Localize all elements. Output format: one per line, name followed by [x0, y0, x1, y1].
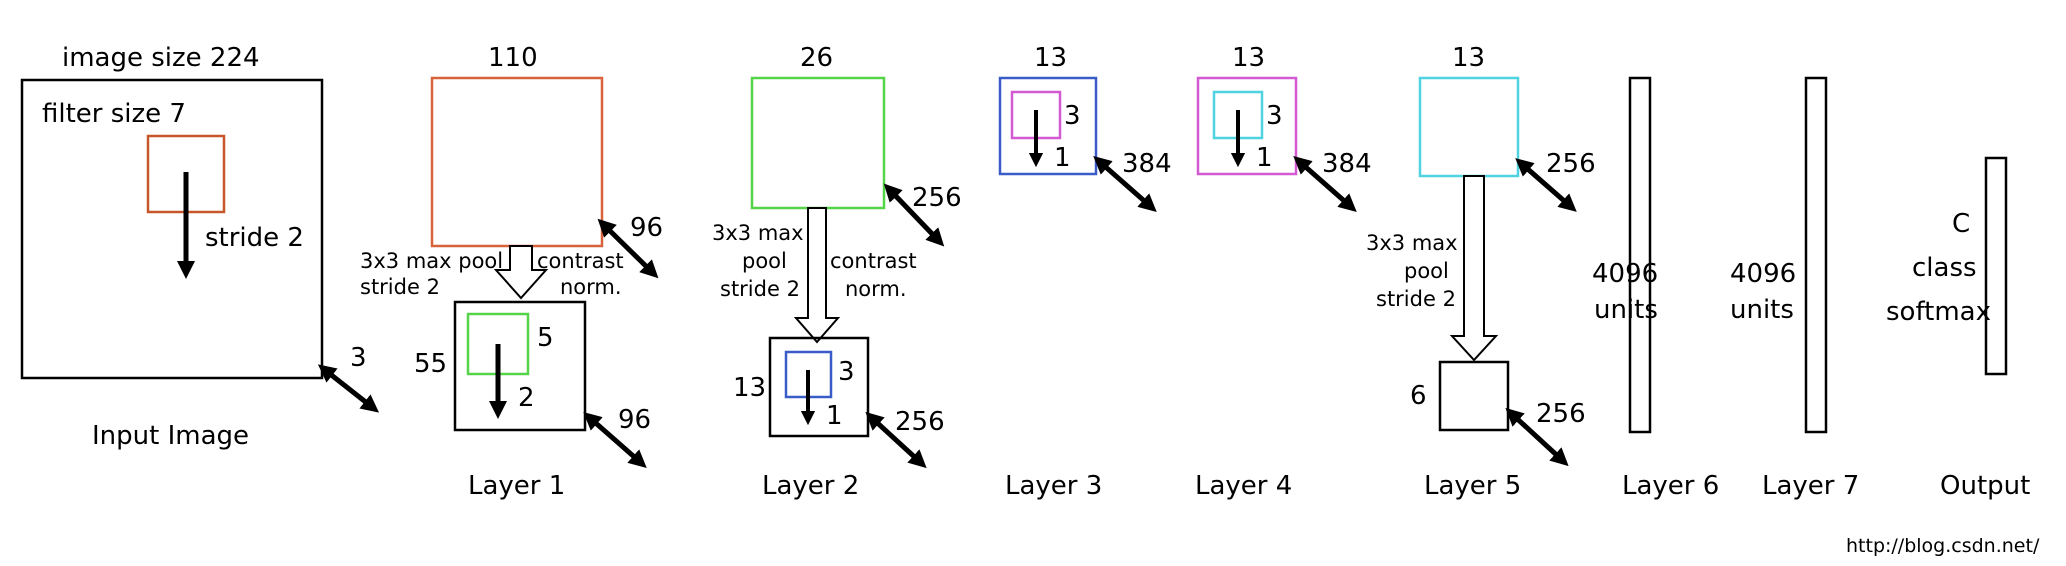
layer7-units-label: units [1730, 295, 1794, 325]
layer2-filter-size: 3 [838, 357, 855, 387]
layer6-fc-bar [1628, 76, 1652, 434]
layer5-pool-arrow [1449, 175, 1499, 362]
layer3-block: 13 3 1 384 Layer 3 [998, 43, 1172, 501]
layer2-depth-bottom-arrow [865, 411, 927, 469]
layer5-pool-line1: 3x3 max [1366, 231, 1458, 255]
layer1-norm-line1: contrast [537, 249, 624, 273]
layer4-caption: Layer 4 [1195, 471, 1292, 501]
output-block: C class softmax Output [1886, 156, 2030, 501]
layer7-block: 4096 units Layer 7 [1730, 76, 1859, 501]
layer4-feature-map [1196, 76, 1298, 176]
output-softmax-bar [1984, 156, 2008, 376]
input-image-size-label: image size 224 [62, 43, 260, 73]
layer7-fc-bar [1804, 76, 1828, 434]
layer2-block: 26 256 3x3 max pool stride 2 contrast no… [712, 43, 962, 501]
layer4-depth: 384 [1322, 149, 1372, 179]
input-stride-label: stride 2 [205, 223, 304, 253]
layer1-stride: 2 [518, 383, 535, 413]
layer5-top-size: 13 [1452, 43, 1485, 73]
layer1-norm-line2: norm. [560, 275, 622, 299]
layer7-units-number: 4096 [1730, 259, 1796, 289]
layer1-top-size: 110 [488, 43, 538, 73]
layer5-block: 13 256 3x3 max pool stride 2 6 256 Layer… [1366, 43, 1596, 501]
layer4-size: 13 [1232, 43, 1265, 73]
layer5-depth-bottom-arrow [1505, 407, 1569, 467]
layer2-stride: 1 [826, 401, 843, 431]
layer4-filter-size: 3 [1266, 101, 1283, 131]
layer5-caption: Layer 5 [1424, 471, 1521, 501]
layer5-depth-bottom: 256 [1536, 399, 1586, 429]
layer5-pool-line3: stride 2 [1376, 287, 1456, 311]
layer1-depth-top: 96 [630, 213, 663, 243]
layer7-caption: Layer 7 [1762, 471, 1859, 501]
layer1-caption: Layer 1 [468, 471, 565, 501]
watermark-url: http://blog.csdn.net/ [1846, 535, 2040, 557]
input-image-caption: Input Image [92, 421, 249, 451]
layer2-norm-line2: norm. [845, 277, 907, 301]
layer1-block: 110 96 3x3 max pool stride 2 contrast no… [360, 43, 663, 501]
layer3-filter-size: 3 [1064, 101, 1081, 131]
layer1-bottom-size: 55 [414, 349, 447, 379]
layer2-depth-bottom: 256 [895, 407, 945, 437]
layer2-pool-line1: 3x3 max [712, 221, 804, 245]
layer6-block: 4096 units Layer 6 [1592, 76, 1719, 501]
input-depth-arrow [317, 364, 380, 413]
layer2-top-size: 26 [800, 43, 833, 73]
layer6-units-number: 4096 [1592, 259, 1658, 289]
layer4-block: 13 3 1 384 Layer 4 [1195, 43, 1372, 501]
layer1-pool-line1: 3x3 max pool [360, 249, 503, 273]
output-softmax-label: softmax [1886, 297, 1991, 327]
layer2-pool-line3: stride 2 [720, 277, 800, 301]
layer3-depth: 384 [1122, 149, 1172, 179]
output-class-label: class [1912, 253, 1977, 283]
layer5-bottom-size: 6 [1410, 381, 1427, 411]
layer5-pool-output [1438, 360, 1510, 432]
layer2-pool-line2: pool [742, 249, 787, 273]
layer3-size: 13 [1034, 43, 1067, 73]
layer4-stride: 1 [1256, 143, 1273, 173]
input-image-square [20, 78, 324, 380]
layer5-depth-top: 256 [1546, 149, 1596, 179]
layer3-depth-arrow [1093, 156, 1157, 212]
layer1-pool-line2: stride 2 [360, 275, 440, 299]
layer1-feature-map [430, 76, 604, 248]
layer6-units-label: units [1594, 295, 1658, 325]
input-depth-label: 3 [350, 343, 367, 373]
layer2-norm-line1: contrast [830, 249, 917, 273]
layer3-caption: Layer 3 [1005, 471, 1102, 501]
layer5-pool-line2: pool [1404, 259, 1449, 283]
layer2-pool-arrow [793, 207, 841, 344]
layer5-feature-map [1418, 76, 1520, 178]
layer2-feature-map [750, 76, 886, 210]
layer3-feature-map [998, 76, 1098, 176]
layer1-depth-top-arrow [597, 218, 659, 279]
input-image-block: image size 224 filter size 7 stride 2 3 … [20, 43, 380, 451]
layer2-depth-top: 256 [912, 183, 962, 213]
layer2-caption: Layer 2 [762, 471, 859, 501]
layer4-depth-arrow [1293, 156, 1357, 212]
output-c-label: C [1952, 209, 1970, 239]
layer1-depth-bottom-arrow [583, 412, 647, 468]
layer3-stride: 1 [1054, 143, 1071, 173]
input-filter-size-label: filter size 7 [42, 99, 186, 129]
output-caption: Output [1940, 471, 2030, 501]
layer2-depth-top-arrow [883, 183, 945, 247]
layer1-depth-bottom: 96 [618, 405, 651, 435]
layer6-caption: Layer 6 [1622, 471, 1719, 501]
layer2-bottom-size: 13 [733, 373, 766, 403]
layer1-pool-arrow [493, 245, 549, 300]
layer1-conv-output [453, 300, 587, 432]
layer1-filter-size: 5 [537, 323, 554, 353]
layer2-conv-output [768, 336, 870, 438]
layer5-depth-top-arrow [1515, 158, 1577, 212]
